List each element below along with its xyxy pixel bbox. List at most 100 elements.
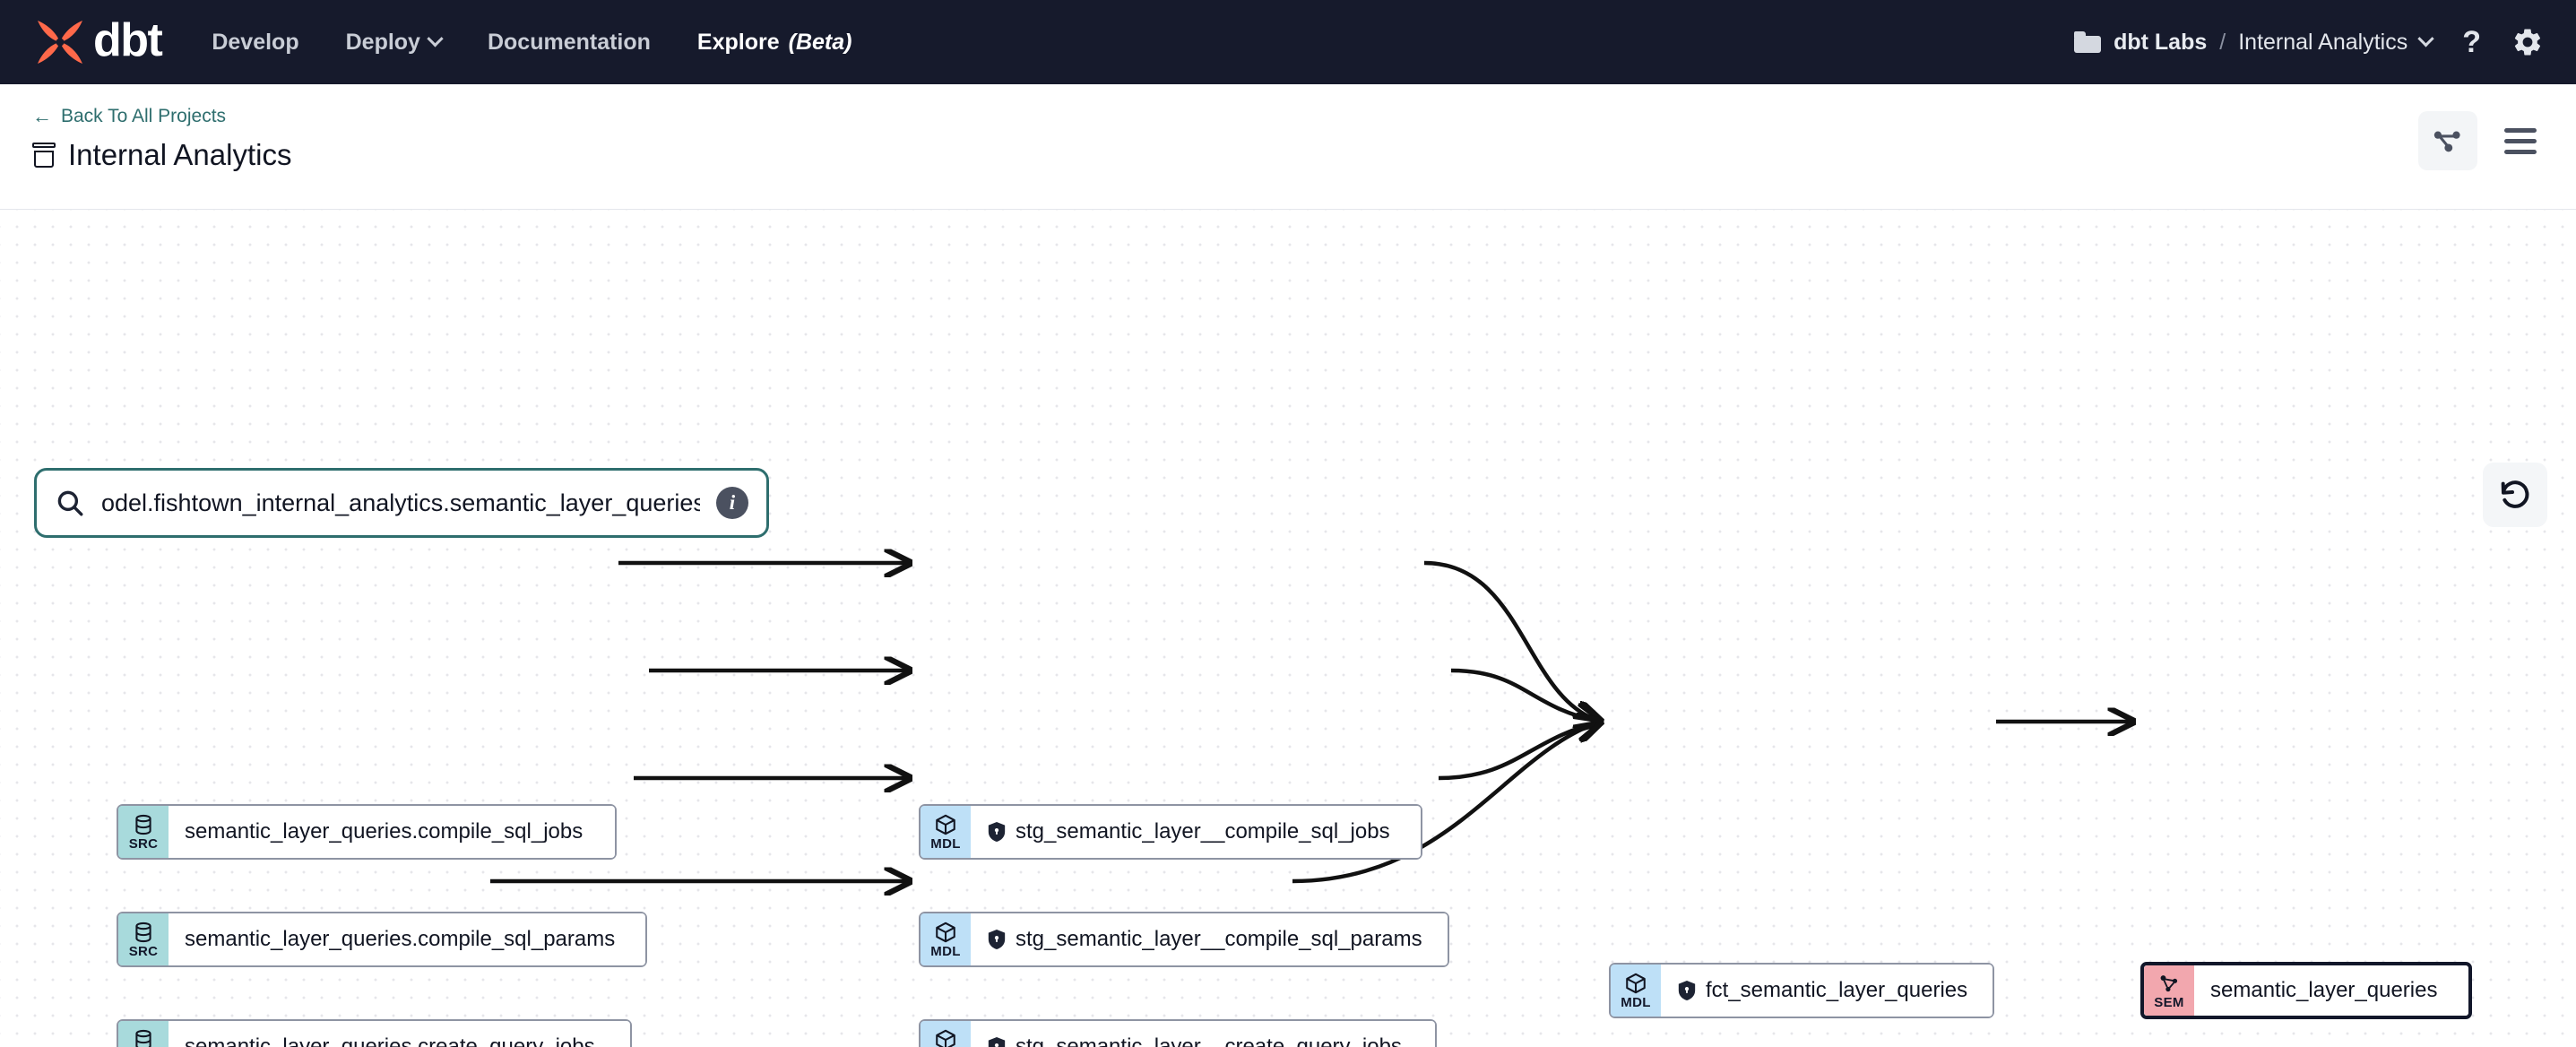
nav-item-documentation-label: Documentation bbox=[487, 29, 651, 55]
nav-item-develop-label: Develop bbox=[212, 29, 299, 55]
nav-item-explore-label: Explore bbox=[696, 29, 780, 55]
cube-icon bbox=[936, 922, 955, 943]
back-to-all-projects-label: Back To All Projects bbox=[61, 106, 227, 126]
node-type-badge-sem: SEM bbox=[2144, 965, 2194, 1016]
node-type-label: SEM bbox=[2154, 995, 2184, 1010]
back-to-all-projects-link[interactable]: ← Back To All Projects bbox=[32, 106, 291, 127]
node-body: stg_semantic_layer__compile_sql_jobs bbox=[971, 806, 1421, 858]
node-type-badge-src: SRC bbox=[118, 913, 169, 965]
graph-layer: SRC semantic_layer_queries.compile_sql_j… bbox=[0, 210, 2576, 1047]
lineage-node-mdl[interactable]: MDL stg_semantic_layer__compile_sql_para… bbox=[919, 912, 1449, 967]
edge-mdl-to-fct bbox=[1423, 560, 1601, 722]
top-nav-right-cluster: dbt Labs / Internal Analytics ? bbox=[2074, 26, 2544, 58]
node-type-badge-src: SRC bbox=[118, 1021, 169, 1047]
node-type-badge-mdl: MDL bbox=[1611, 965, 1661, 1017]
arrow-left-icon: ← bbox=[32, 105, 52, 127]
lineage-node-sem-selected[interactable]: SEM semantic_layer_queries bbox=[2140, 962, 2472, 1019]
cube-icon bbox=[936, 814, 955, 835]
nav-item-explore[interactable]: Explore (Beta) bbox=[697, 30, 852, 56]
help-button[interactable]: ? bbox=[2462, 27, 2481, 57]
nav-item-develop[interactable]: Develop bbox=[212, 30, 298, 56]
nav-item-deploy-label: Deploy bbox=[345, 29, 420, 55]
cube-icon bbox=[936, 1029, 955, 1047]
dbt-logo[interactable]: dbt bbox=[32, 14, 163, 67]
search-icon bbox=[57, 490, 83, 516]
edge-mdl-to-fct bbox=[1450, 668, 1601, 722]
private-shield-icon bbox=[988, 822, 1006, 842]
node-label: stg_semantic_layer__compile_sql_params bbox=[1016, 927, 1422, 951]
node-body: semantic_layer_queries.create_query_jobs bbox=[169, 1021, 630, 1047]
nav-item-explore-beta-tag: (Beta) bbox=[788, 29, 852, 55]
project-subheader: ← Back To All Projects Internal Analytic… bbox=[0, 84, 2576, 210]
list-view-button[interactable] bbox=[2497, 121, 2544, 161]
org-name-label: dbt Labs bbox=[2114, 29, 2208, 55]
node-body: stg_semantic_layer__compile_sql_params bbox=[971, 913, 1448, 965]
database-icon bbox=[135, 922, 151, 943]
page-title: Internal Analytics bbox=[68, 138, 292, 171]
lineage-node-src[interactable]: SRC semantic_layer_queries.create_query_… bbox=[117, 1019, 632, 1047]
database-icon bbox=[135, 814, 151, 835]
node-label: stg_semantic_layer__create_query_jobs bbox=[1016, 1034, 1402, 1047]
breadcrumb-separator: / bbox=[2219, 29, 2226, 55]
node-label: semantic_layer_queries.create_query_jobs bbox=[185, 1034, 595, 1047]
private-shield-icon bbox=[988, 930, 1006, 949]
chevron-down-icon bbox=[427, 30, 444, 47]
top-navigation-bar: dbt Develop Deploy Documentation Explore… bbox=[0, 0, 2576, 84]
nav-item-deploy[interactable]: Deploy bbox=[345, 29, 444, 56]
lineage-node-fct[interactable]: MDL fct_semantic_layer_queries bbox=[1609, 963, 1994, 1018]
info-circle-icon[interactable]: i bbox=[716, 487, 748, 519]
cube-icon bbox=[1626, 973, 1646, 994]
node-body: fct_semantic_layer_queries bbox=[1661, 965, 1993, 1017]
node-type-label: MDL bbox=[930, 836, 961, 852]
lineage-node-mdl[interactable]: MDL stg_semantic_layer__create_query_job… bbox=[919, 1019, 1437, 1047]
node-type-badge-src: SRC bbox=[118, 806, 169, 858]
node-type-label: MDL bbox=[1621, 995, 1651, 1010]
node-body: stg_semantic_layer__create_query_jobs bbox=[971, 1021, 1435, 1047]
hamburger-menu-icon-bar bbox=[2504, 138, 2537, 143]
database-icon bbox=[135, 1029, 151, 1047]
hamburger-menu-icon-bar bbox=[2504, 149, 2537, 154]
project-name-label: Internal Analytics bbox=[2238, 29, 2408, 55]
nav-item-documentation[interactable]: Documentation bbox=[488, 30, 651, 56]
private-shield-icon bbox=[988, 1037, 1006, 1047]
node-label: fct_semantic_layer_queries bbox=[1706, 978, 1968, 1002]
search-input[interactable]: odel.fishtown_internal_analytics.semanti… bbox=[101, 489, 700, 516]
page-title-row: Internal Analytics bbox=[32, 138, 291, 172]
node-type-label: SRC bbox=[128, 836, 159, 852]
lineage-node-src[interactable]: SRC semantic_layer_queries.compile_sql_p… bbox=[117, 912, 647, 967]
folder-icon bbox=[2074, 31, 2102, 53]
subheader-actions bbox=[2418, 106, 2544, 170]
subheader-left: ← Back To All Projects Internal Analytic… bbox=[32, 106, 291, 172]
node-body: semantic_layer_queries bbox=[2194, 965, 2468, 1016]
edge-mdl-to-fct bbox=[1438, 722, 1601, 781]
chevron-down-icon bbox=[2417, 30, 2434, 47]
reset-arrow-icon bbox=[2501, 480, 2529, 508]
search-field-wrapper[interactable]: odel.fishtown_internal_analytics.semanti… bbox=[34, 468, 769, 538]
lineage-node-mdl[interactable]: MDL stg_semantic_layer__compile_sql_jobs bbox=[919, 804, 1422, 860]
node-type-badge-mdl: MDL bbox=[921, 806, 971, 858]
node-label: semantic_layer_queries.compile_sql_jobs bbox=[185, 819, 583, 844]
node-label: stg_semantic_layer__compile_sql_jobs bbox=[1016, 819, 1390, 844]
lineage-canvas[interactable]: odel.fishtown_internal_analytics.semanti… bbox=[0, 210, 2576, 1047]
lineage-node-src[interactable]: SRC semantic_layer_queries.compile_sql_j… bbox=[117, 804, 617, 860]
node-body: semantic_layer_queries.compile_sql_param… bbox=[169, 913, 645, 965]
archive-box-icon bbox=[32, 143, 56, 168]
reset-view-button[interactable] bbox=[2483, 463, 2547, 527]
org-project-breadcrumb[interactable]: dbt Labs / Internal Analytics bbox=[2074, 29, 2434, 56]
node-body: semantic_layer_queries.compile_sql_jobs bbox=[169, 806, 615, 858]
main-nav-links: Develop Deploy Documentation Explore (Be… bbox=[212, 30, 851, 56]
node-label: semantic_layer_queries.compile_sql_param… bbox=[185, 927, 616, 951]
gear-icon bbox=[2514, 29, 2541, 56]
private-shield-icon bbox=[1678, 981, 1696, 1000]
hamburger-menu-icon bbox=[2504, 127, 2537, 133]
lineage-graph-icon bbox=[2433, 131, 2460, 152]
lineage-view-button[interactable] bbox=[2418, 111, 2477, 170]
settings-button[interactable] bbox=[2511, 26, 2544, 58]
node-type-badge-mdl: MDL bbox=[921, 1021, 971, 1047]
dbt-logo-text: dbt bbox=[93, 14, 163, 66]
semantic-model-icon bbox=[2160, 975, 2178, 992]
node-type-badge-mdl: MDL bbox=[921, 913, 971, 965]
node-label: semantic_layer_queries bbox=[2210, 978, 2438, 1002]
node-type-label: MDL bbox=[930, 944, 961, 959]
help-circle-icon: ? bbox=[2462, 25, 2481, 59]
